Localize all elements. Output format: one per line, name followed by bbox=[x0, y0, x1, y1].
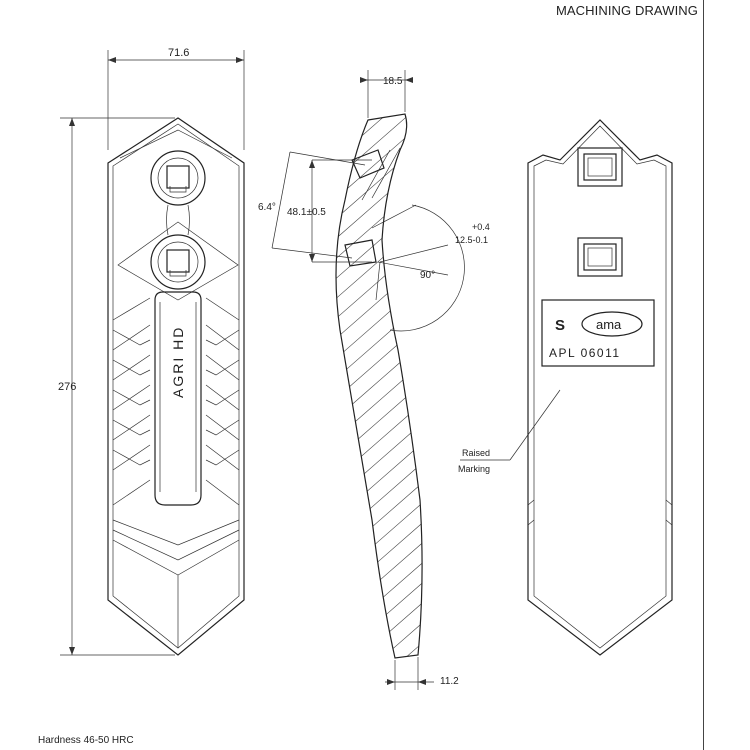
angle-dimension: 6.4° bbox=[258, 202, 276, 213]
front-view: AGRI HD 71.6 276 bbox=[58, 47, 245, 656]
tolerance-nominal: 12.5-0.1 bbox=[455, 235, 488, 245]
side-view: 18.5 6.4° 48.1±0.5 90° +0.4 12.5-0.1 11.… bbox=[258, 70, 490, 690]
part-number: APL 06011 bbox=[549, 346, 621, 360]
height-dimension: 276 bbox=[58, 381, 76, 393]
right-angle-dimension: 90° bbox=[420, 270, 435, 281]
drawing-title: MACHINING DRAWING bbox=[555, 3, 698, 18]
frame-border-line bbox=[703, 0, 704, 750]
tolerance-upper: +0.4 bbox=[472, 222, 490, 232]
hardness-note: Hardness 46-50 HRC bbox=[38, 735, 134, 746]
logo-symbol: S bbox=[555, 317, 565, 334]
top-thickness-dimension: 18.5 bbox=[383, 76, 403, 87]
hole-distance-dimension: 48.1±0.5 bbox=[287, 207, 326, 218]
engraving-text: AGRI HD bbox=[170, 326, 186, 398]
width-dimension: 71.6 bbox=[168, 47, 189, 59]
tip-thickness-dimension: 11.2 bbox=[440, 676, 459, 687]
logo-text: ama bbox=[596, 317, 622, 332]
note-line-2: Marking bbox=[458, 464, 490, 474]
note-line-1: Raised bbox=[462, 448, 490, 458]
back-view: S ama APL 06011 Raised Marking bbox=[458, 119, 673, 656]
